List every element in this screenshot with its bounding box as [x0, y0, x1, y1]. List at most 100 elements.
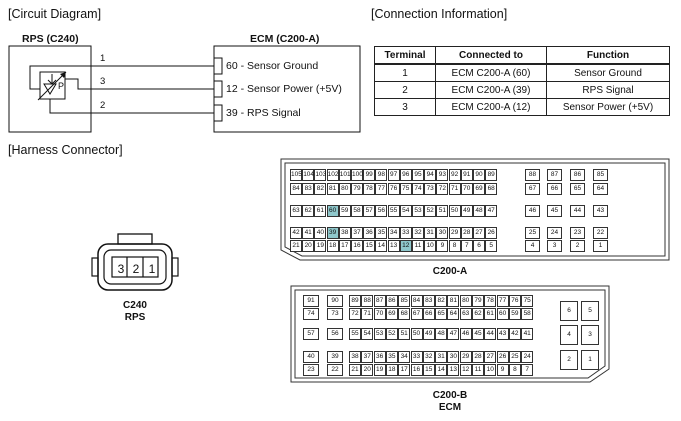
connector-pin: 80	[338, 183, 351, 195]
connector-pin: 32	[412, 227, 424, 239]
connector-pin: 90	[473, 169, 485, 181]
sensor-arrow	[37, 71, 67, 101]
connector-pin: 66	[547, 183, 562, 195]
connector-pin: 65	[435, 308, 448, 320]
connector-pin: 14	[375, 240, 388, 252]
ecm-term-60	[214, 57, 223, 75]
connector-pin: 70	[460, 183, 473, 195]
connector-pin: 45	[472, 328, 484, 340]
table-cell: 2	[374, 81, 436, 99]
connector-pin: 45	[547, 205, 562, 217]
connector-pin: 20	[361, 364, 374, 376]
connector-pin: 38	[338, 227, 351, 239]
table-header-row: Terminal Connected to Function	[374, 46, 670, 65]
table-cell: Sensor Ground	[546, 63, 670, 82]
connector-pin: 59	[338, 205, 351, 217]
connector-pin: 81	[447, 295, 460, 307]
connector-pin: 59	[508, 308, 521, 320]
rps-pin-1: 1	[100, 53, 106, 64]
connector-pin: 29	[448, 227, 461, 239]
connector-pin: 30	[447, 351, 460, 363]
harness-connector-title: [Harness Connector]	[8, 143, 123, 157]
connector-pin: 47	[485, 205, 498, 217]
c200a-caption: C200-A	[432, 266, 468, 277]
connector-pin: 43	[496, 328, 509, 340]
connector-pin: 28	[472, 351, 484, 363]
connector-pin: 65	[570, 183, 585, 195]
connector-pin: 23	[570, 227, 585, 239]
connector-pin: 50	[410, 328, 423, 340]
connector-pin: 52	[385, 328, 398, 340]
connector-pin: 77	[496, 295, 509, 307]
connector-pin: 60	[496, 308, 509, 320]
connector-pin: 41	[521, 328, 534, 340]
connector-pin: 78	[484, 295, 497, 307]
connector-pin: 47	[447, 328, 460, 340]
connector-pin: 92	[448, 169, 461, 181]
connector-pin: 41	[302, 227, 315, 239]
connector-pin: 85	[593, 169, 608, 181]
c200b-caption-line2: ECM	[438, 402, 462, 413]
connector-pin: 69	[385, 308, 398, 320]
connector-pin: 40	[314, 227, 327, 239]
connector-pin: 15	[363, 240, 376, 252]
connector-pin: 36	[363, 227, 376, 239]
connector-pin: 11	[412, 240, 424, 252]
connector-pin: 4	[525, 240, 540, 252]
connector-pin: 11	[472, 364, 484, 376]
ecm-term-39	[214, 104, 223, 122]
connector-pin: 64	[593, 183, 608, 195]
connector-pin: 44	[570, 205, 585, 217]
col-terminal: Terminal	[374, 46, 436, 65]
connector-pin: 26	[496, 351, 509, 363]
c200b-housing	[290, 285, 610, 383]
connector-pin: 58	[521, 308, 534, 320]
connector-pin: 7	[460, 240, 473, 252]
connector-pin: 9	[436, 240, 449, 252]
connector-pin: 58	[351, 205, 363, 217]
connector-pin: 23	[303, 364, 319, 376]
connector-pin: 40	[303, 351, 319, 363]
connector-pin: 78	[363, 183, 376, 195]
col-function: Function	[546, 46, 670, 65]
connector-pin: 62	[472, 308, 484, 320]
connector-pin: 21	[349, 364, 361, 376]
connector-pin: 27	[473, 227, 485, 239]
connector-pin: 17	[398, 364, 411, 376]
connector-pin: 53	[412, 205, 424, 217]
connector-pin: 34	[387, 227, 400, 239]
connector-pin: 80	[459, 295, 472, 307]
connector-pin: 1	[593, 240, 608, 252]
connector-pin: 34	[398, 351, 411, 363]
connector-pin: 54	[399, 205, 412, 217]
connector-pin: 86	[570, 169, 585, 181]
ecm-label-sensor-ground: 60 - Sensor Ground	[226, 60, 319, 72]
connector-pin: 94	[424, 169, 437, 181]
connector-pin: 90	[327, 295, 343, 307]
connector-pin: 29	[459, 351, 472, 363]
connector-pin: 26	[485, 227, 498, 239]
connector-pin: 104	[302, 169, 315, 181]
table-cell: Sensor Power (+5V)	[546, 98, 670, 116]
connector-pin: 93	[436, 169, 449, 181]
connector-pin: 15	[422, 364, 435, 376]
rps-caption-line2: RPS	[124, 312, 146, 323]
table-row: 1 ECM C200-A (60) Sensor Ground	[374, 63, 670, 82]
rps-pin-label: 3	[117, 262, 125, 276]
connector-pin: 70	[373, 308, 386, 320]
circuit-diagram	[8, 45, 361, 133]
connector-pin: 43	[593, 205, 608, 217]
connector-pin: 51	[436, 205, 449, 217]
connector-pin: 55	[387, 205, 400, 217]
table-cell: ECM C200-A (39)	[435, 81, 547, 99]
connector-pin: 97	[387, 169, 400, 181]
rps-caption-line1: C240	[123, 300, 147, 311]
connector-pin: 24	[547, 227, 562, 239]
connector-pin: 39	[327, 351, 343, 363]
connector-pin: 64	[447, 308, 460, 320]
connector-pin: 50	[448, 205, 461, 217]
connector-pin: 55	[349, 328, 361, 340]
connection-table: Terminal Connected to Function 1 ECM C20…	[374, 46, 670, 116]
connector-pin: 46	[459, 328, 472, 340]
rps-pin-2: 2	[100, 100, 106, 111]
